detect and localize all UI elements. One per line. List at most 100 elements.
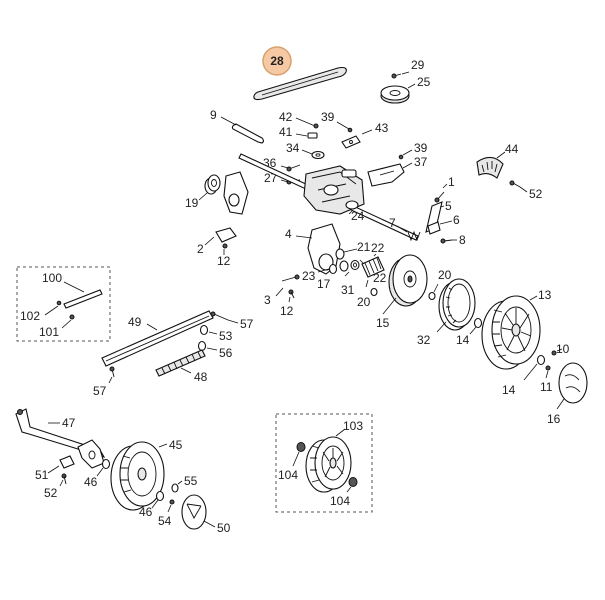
bushing-19 — [204, 174, 221, 195]
spring-48 — [155, 349, 206, 377]
callout-29: 29 — [411, 58, 425, 72]
clip-6 — [427, 221, 441, 235]
nut-104-left — [296, 442, 306, 452]
callout-24: 24 — [351, 209, 365, 223]
hubcap-50 — [181, 494, 207, 530]
callout-22: 22 — [371, 241, 385, 255]
clip-56 — [197, 340, 207, 352]
cover-44 — [476, 156, 504, 179]
callout-49: 49 — [128, 315, 142, 329]
housing-4 — [307, 223, 341, 275]
callout-3: 3 — [264, 293, 271, 307]
washer-46-lower — [155, 490, 165, 502]
washer-46-upper — [101, 458, 111, 470]
crossbar-49 — [101, 310, 214, 367]
callout-20-left: 20 — [357, 295, 371, 309]
callout-4: 4 — [285, 227, 292, 241]
screw-102 — [56, 300, 62, 306]
detail-box-100 — [16, 266, 111, 342]
callout-28: 28 — [270, 54, 284, 68]
part-2 — [215, 227, 237, 243]
washer-55 — [171, 483, 179, 493]
callout-13: 13 — [538, 288, 552, 302]
callout-47: 47 — [62, 416, 76, 430]
bracket-37 — [367, 163, 405, 187]
gearbox-24 — [303, 165, 365, 215]
front-wheel-45 — [110, 441, 165, 511]
callout-53: 53 — [219, 329, 233, 343]
callout-44: 44 — [505, 142, 519, 156]
callout-17: 17 — [317, 277, 331, 291]
callout-42: 42 — [279, 110, 293, 124]
pulley-25 — [380, 85, 410, 104]
nut-54 — [169, 499, 175, 505]
screw-57-right — [210, 311, 229, 321]
screw-8 — [440, 238, 453, 244]
callout-15: 15 — [376, 316, 390, 330]
callout-25: 25 — [417, 75, 431, 89]
callout-1: 1 — [448, 175, 455, 189]
cap-10 — [551, 350, 557, 356]
callout-39-right: 39 — [414, 141, 428, 155]
callout-19: 19 — [185, 196, 199, 210]
bushing-20-left — [370, 287, 378, 297]
callout-100: 100 — [42, 271, 62, 285]
nut-104-right — [348, 477, 358, 487]
washer-14-right — [536, 354, 546, 366]
callout-2: 2 — [197, 242, 204, 256]
callout-51: 51 — [35, 468, 49, 482]
callout-56: 56 — [219, 346, 233, 360]
rod-100 — [63, 289, 103, 309]
callout-48: 48 — [194, 370, 208, 384]
callout-34: 34 — [286, 141, 300, 155]
spring-31 — [361, 256, 385, 278]
callout-14-right: 14 — [502, 383, 516, 397]
pin-101 — [69, 314, 75, 320]
washer-53 — [199, 324, 209, 336]
callout-43: 43 — [375, 121, 389, 135]
rear-wheel-13 — [481, 295, 541, 370]
callout-57-right: 57 — [240, 317, 254, 331]
drive-belt-28 — [253, 66, 347, 101]
callout-103: 103 — [343, 419, 363, 433]
callout-21: 21 — [357, 240, 371, 254]
callout-16: 16 — [547, 412, 561, 426]
callout-14-upper: 14 — [456, 333, 470, 347]
washer-17 — [339, 260, 349, 272]
bolt-3 — [281, 274, 300, 282]
washer-21 — [335, 248, 345, 260]
callout-7: 7 — [389, 216, 396, 230]
nut-11 — [545, 365, 551, 371]
callout-31: 31 — [341, 283, 355, 297]
callout-57-left: 57 — [93, 384, 107, 398]
wheel-103 — [305, 436, 352, 493]
screw-29 — [391, 73, 402, 79]
drive-disc-15 — [388, 254, 428, 307]
screw-12-upper — [222, 243, 228, 249]
nut-22 — [350, 259, 360, 271]
screw-12-lower — [288, 289, 295, 299]
bushing-20-right — [428, 291, 436, 301]
spring-7 — [407, 230, 421, 242]
callout-50: 50 — [217, 521, 231, 535]
lever-1 — [434, 191, 445, 203]
highlight-circle-28 — [262, 46, 292, 76]
bracket-51 — [59, 455, 75, 469]
shaft-9 — [231, 123, 265, 144]
washer-23 — [328, 263, 338, 275]
callout-8: 8 — [459, 233, 466, 247]
callout-12-upper: 12 — [217, 254, 231, 268]
callout-55: 55 — [184, 474, 198, 488]
callout-41: 41 — [279, 125, 293, 139]
screw-52-left — [61, 473, 67, 485]
callout-54: 54 — [158, 514, 172, 528]
callout-52-left: 52 — [44, 486, 58, 500]
hubcap-16 — [558, 362, 588, 404]
callout-6: 6 — [453, 213, 460, 227]
bracket-43 — [341, 135, 361, 149]
screw-57-left — [109, 366, 115, 378]
gear-ring-32 — [438, 278, 476, 331]
callout-32: 32 — [417, 333, 431, 347]
callout-52-right: 52 — [529, 187, 543, 201]
